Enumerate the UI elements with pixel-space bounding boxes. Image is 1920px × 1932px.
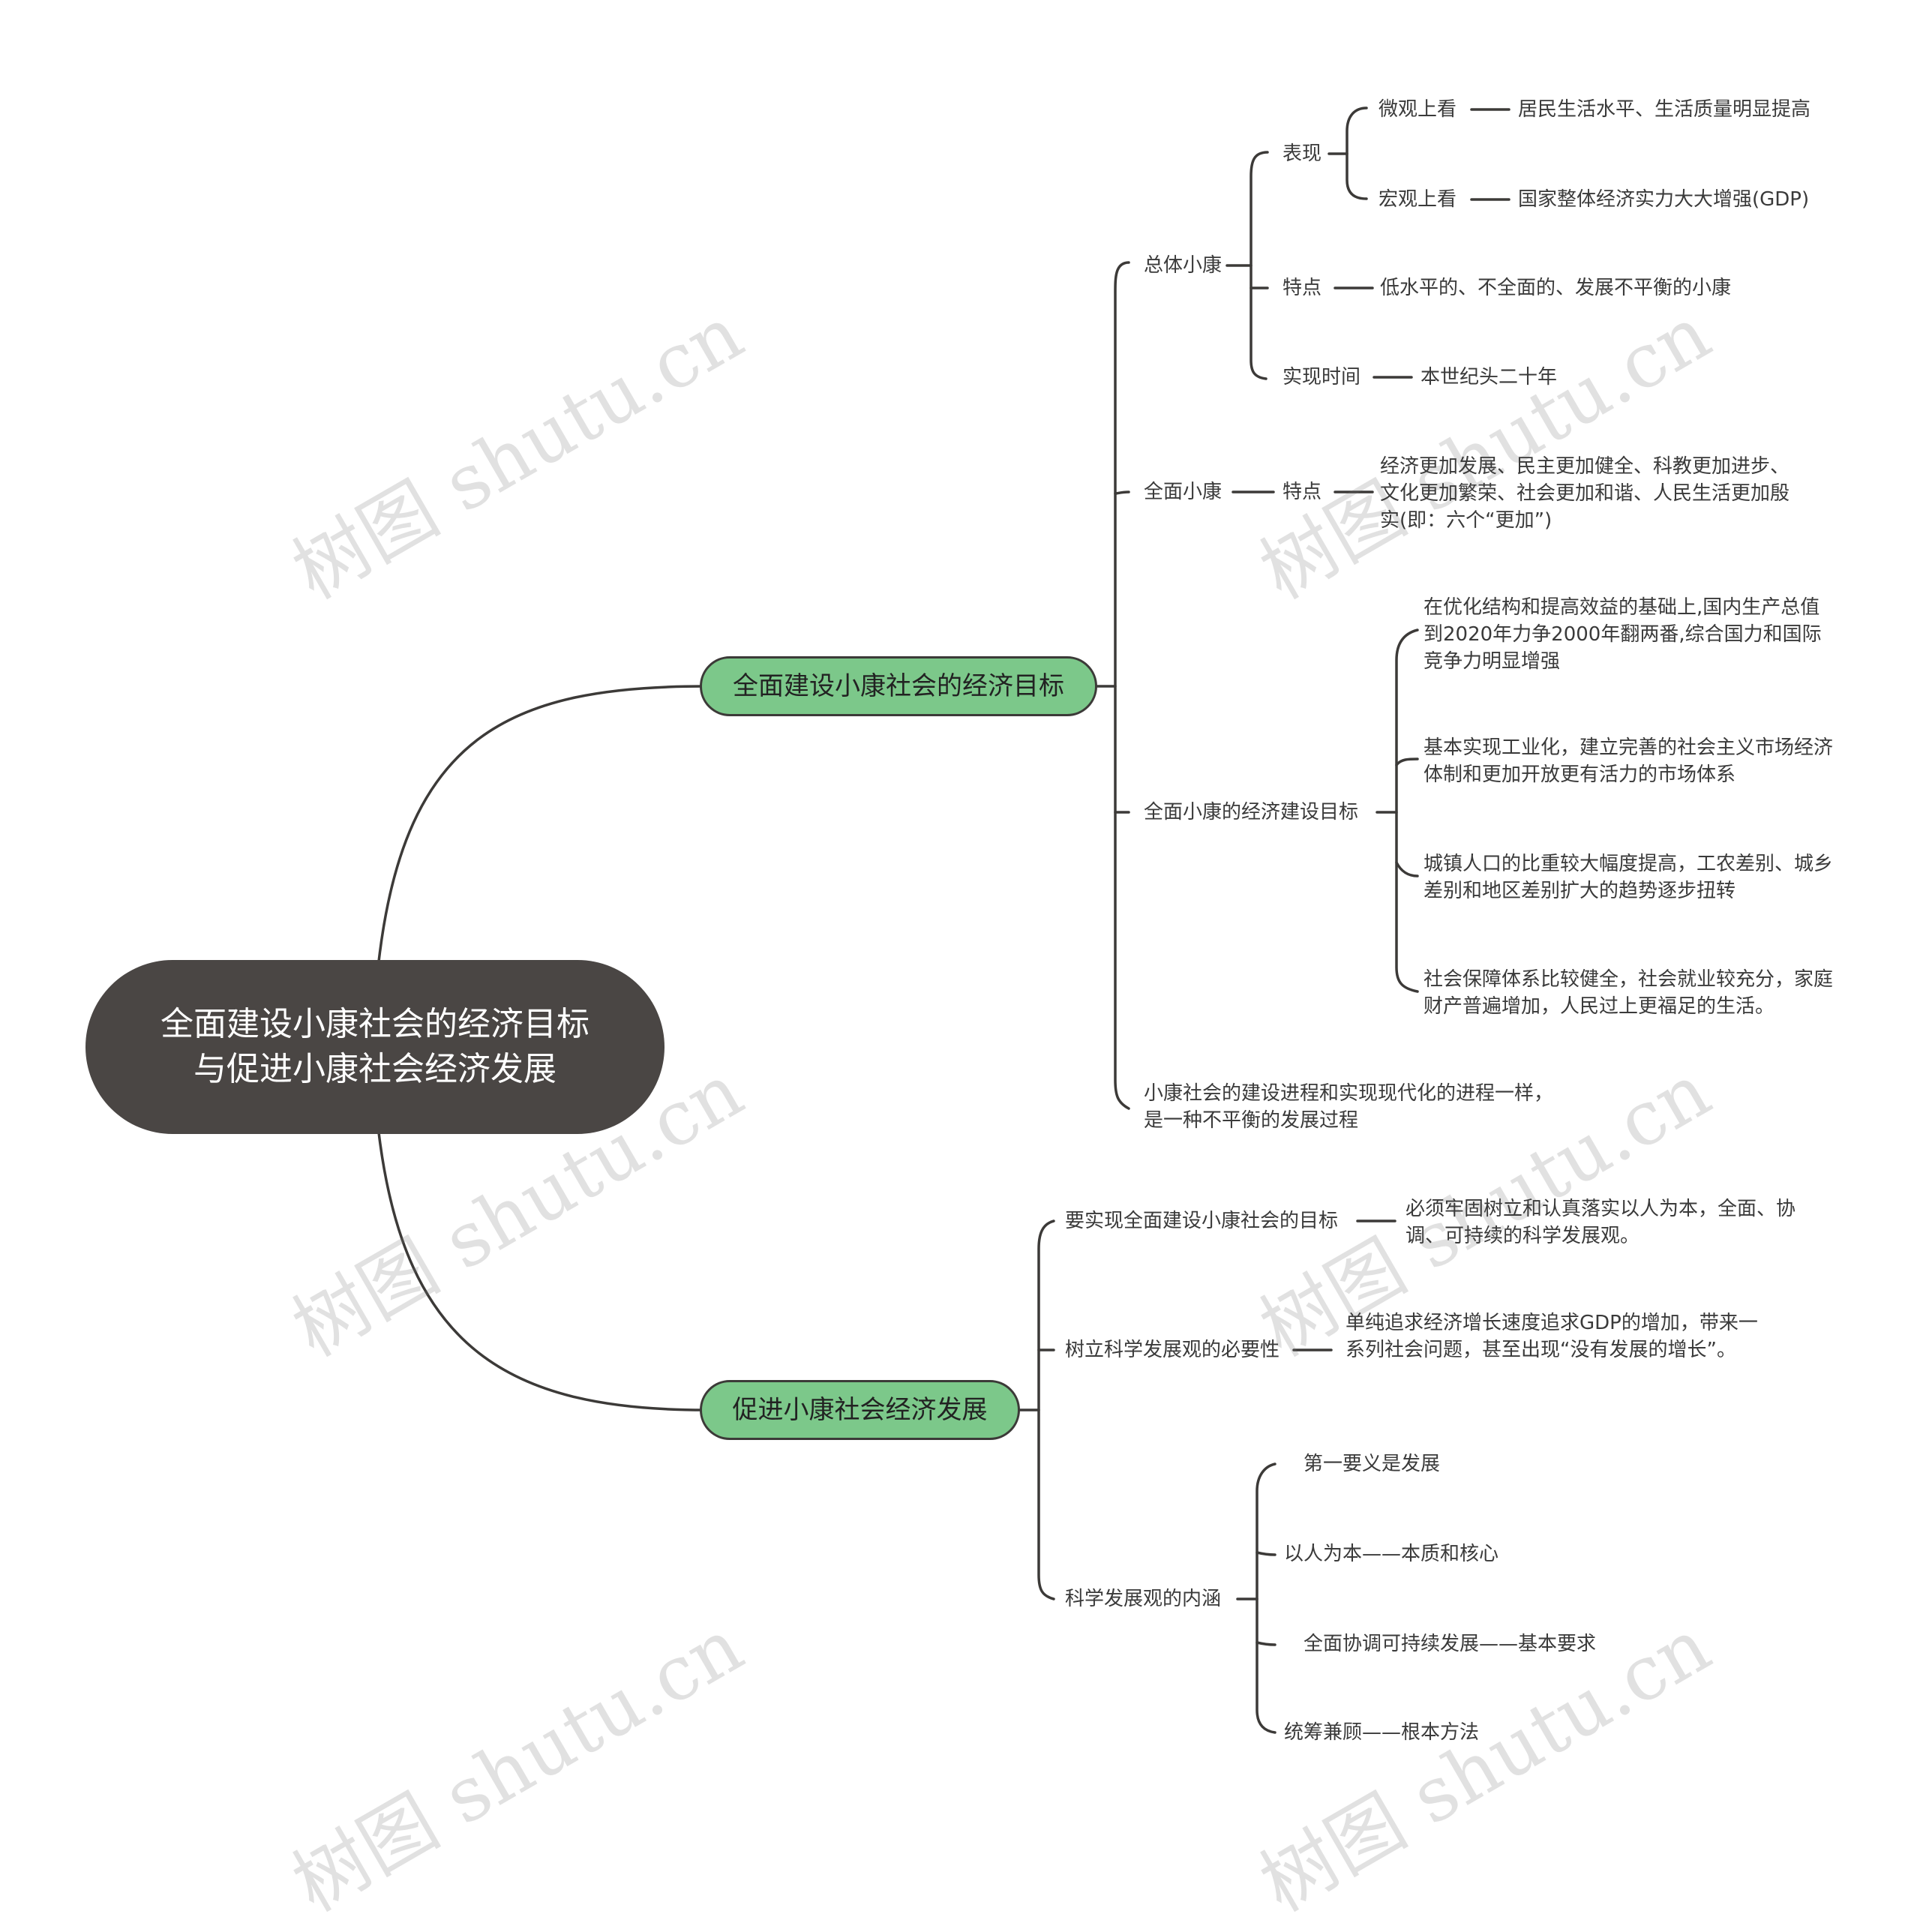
node-neihan-item[interactable]: 以人为本——本质和核心 bbox=[1284, 1543, 1499, 1565]
node-jingji-item[interactable]: 社会保障体系比较健全，社会就业较充分，家庭财产普遍增加，人民过上更福足的生活。 bbox=[1424, 968, 1834, 1018]
node-shijian-value[interactable]: 本世纪头二十年 bbox=[1420, 366, 1558, 388]
node-mubiao[interactable]: 要实现全面建设小康社会的目标 bbox=[1065, 1210, 1339, 1232]
node-mubiao-value[interactable]: 必须牢固树立和认真落实以人为本，全面、协调、可持续的科学发展观。 bbox=[1406, 1198, 1796, 1247]
branch-economic-goals[interactable]: 全面建设小康社会的经济目标 bbox=[700, 656, 1097, 716]
node-neihan[interactable]: 科学发展观的内涵 bbox=[1065, 1588, 1222, 1610]
node-biyao[interactable]: 树立科学发展观的必要性 bbox=[1065, 1339, 1280, 1361]
branch-label: 全面建设小康社会的经济目标 bbox=[733, 671, 1064, 701]
node-biyao-value[interactable]: 单纯追求经济增长速度追求GDP的增加，带来一系列社会问题，甚至出现“没有发展的增… bbox=[1346, 1312, 1758, 1361]
node-jincheng[interactable]: 小康社会的建设进程和实现现代化的进程一样，是一种不平衡的发展过程 bbox=[1144, 1082, 1554, 1132]
node-neihan-item[interactable]: 全面协调可持续发展——基本要求 bbox=[1304, 1633, 1597, 1655]
node-quanmian[interactable]: 全面小康 bbox=[1144, 481, 1222, 503]
node-zongti[interactable]: 总体小康 bbox=[1144, 254, 1222, 277]
root-node[interactable]: 全面建设小康社会的经济目标与促进小康社会经济发展 bbox=[86, 960, 664, 1134]
node-weiguan-value[interactable]: 居民生活水平、生活质量明显提高 bbox=[1518, 98, 1811, 121]
node-zongti-tedian-value[interactable]: 低水平的、不全面的、发展不平衡的小康 bbox=[1380, 277, 1732, 299]
node-hongguan[interactable]: 宏观上看 bbox=[1378, 188, 1457, 211]
node-quanmian-tedian-value[interactable]: 经济更加发展、民主更加健全、科教更加进步、文化更加繁荣、社会更加和谐、人民生活更… bbox=[1380, 455, 1790, 532]
node-jingji-item[interactable]: 基本实现工业化，建立完善的社会主义市场经济体制和更加开放更有活力的市场体系 bbox=[1424, 736, 1834, 786]
node-quanmian-tedian[interactable]: 特点 bbox=[1282, 481, 1322, 503]
node-weiguan[interactable]: 微观上看 bbox=[1378, 98, 1457, 121]
node-shijian[interactable]: 实现时间 bbox=[1282, 366, 1361, 388]
node-zongti-tedian[interactable]: 特点 bbox=[1282, 277, 1322, 299]
branch-promote-development[interactable]: 促进小康社会经济发展 bbox=[700, 1380, 1020, 1440]
root-title: 全面建设小康社会的经济目标与促进小康社会经济发展 bbox=[160, 1005, 590, 1088]
node-biaoxian[interactable]: 表现 bbox=[1282, 142, 1322, 165]
node-hongguan-value[interactable]: 国家整体经济实力大大增强(GDP) bbox=[1518, 188, 1810, 211]
node-jingji[interactable]: 全面小康的经济建设目标 bbox=[1144, 801, 1359, 824]
node-jingji-item[interactable]: 在优化结构和提高效益的基础上,国内生产总值到2020年力争2000年翻两番,综合… bbox=[1424, 596, 1822, 673]
node-neihan-item[interactable]: 第一要义是发展 bbox=[1304, 1453, 1441, 1475]
branch-label: 促进小康社会经济发展 bbox=[732, 1395, 988, 1425]
node-neihan-item[interactable]: 统筹兼顾——根本方法 bbox=[1284, 1721, 1480, 1744]
connector-lines bbox=[377, 106, 1510, 1734]
node-jingji-item[interactable]: 城镇人口的比重较大幅度提高，工农差别、城乡差别和地区差别扩大的趋势逐步扭转 bbox=[1424, 853, 1834, 902]
